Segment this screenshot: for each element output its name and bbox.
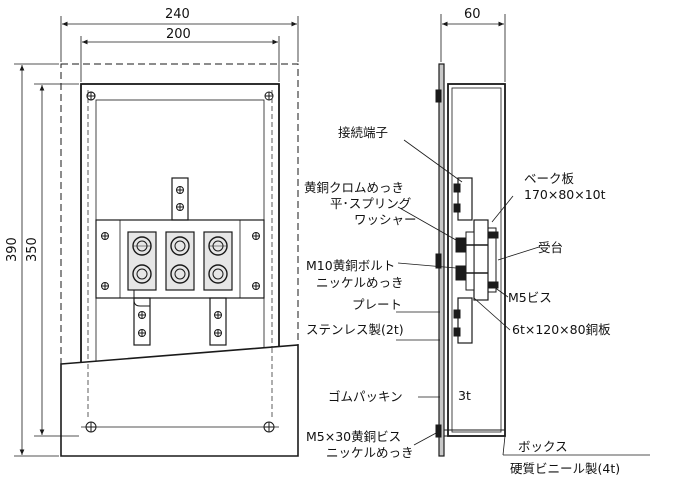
dim-390: 390 bbox=[5, 237, 20, 262]
label-plate-2: ステンレス製(2t) bbox=[306, 322, 404, 337]
label-m5x30-2: ニッケルめっき bbox=[326, 445, 414, 460]
label-rubber: ゴムパッキン bbox=[328, 389, 403, 404]
label-bolt-2: ニッケルめっき bbox=[316, 275, 404, 290]
label-bolt-1: M10黄銅ボルト bbox=[306, 258, 395, 273]
side-stand bbox=[487, 227, 497, 293]
front-view bbox=[14, 16, 299, 457]
top-conductor bbox=[171, 177, 189, 221]
label-terminal: 接続端子 bbox=[338, 125, 388, 140]
side-plate-screws bbox=[435, 89, 442, 438]
dim-200: 200 bbox=[166, 27, 191, 42]
label-thickness: 3t bbox=[458, 388, 471, 403]
label-stand: 受台 bbox=[538, 240, 563, 255]
label-plate-1: プレート bbox=[352, 297, 402, 312]
bakelite-screws bbox=[101, 232, 260, 290]
side-bakelite bbox=[473, 219, 489, 301]
label-copper-plate: 6t×120×80銅板 bbox=[512, 322, 611, 337]
terminal-blocks bbox=[127, 231, 233, 291]
outer-box-outline bbox=[60, 63, 299, 457]
side-view bbox=[396, 14, 650, 457]
side-terminal-bolts bbox=[453, 177, 499, 344]
label-washer-3: ワッシャー bbox=[354, 212, 417, 227]
label-bakelite-2: 170×80×10t bbox=[524, 187, 606, 202]
label-bakelite-1: ベーク板 bbox=[524, 171, 575, 186]
label-box-2: 硬質ビニール製(4t) bbox=[510, 461, 620, 476]
dimension-texts: 240 200 390 350 60 bbox=[5, 7, 481, 262]
label-m5-screw: M5ビス bbox=[508, 290, 552, 305]
dim-240: 240 bbox=[165, 7, 190, 22]
bottom-conductors bbox=[133, 290, 227, 346]
front-dimensions bbox=[14, 16, 299, 457]
label-m5x30-1: M5×30黄銅ビス bbox=[306, 429, 401, 444]
dim-60: 60 bbox=[464, 7, 481, 22]
leader-lines bbox=[396, 139, 650, 456]
label-box-1: ボックス bbox=[518, 439, 568, 454]
part-labels: 接続端子 黄銅クロムめっき 平･スプリング ワッシャー ベーク板 170×80×… bbox=[304, 125, 620, 476]
slanted-cover bbox=[60, 344, 299, 457]
label-washer-2: 平･スプリング bbox=[330, 196, 411, 211]
label-washer-1: 黄銅クロムめっき bbox=[304, 180, 404, 195]
side-dimension bbox=[440, 14, 506, 82]
dim-350: 350 bbox=[25, 237, 40, 262]
